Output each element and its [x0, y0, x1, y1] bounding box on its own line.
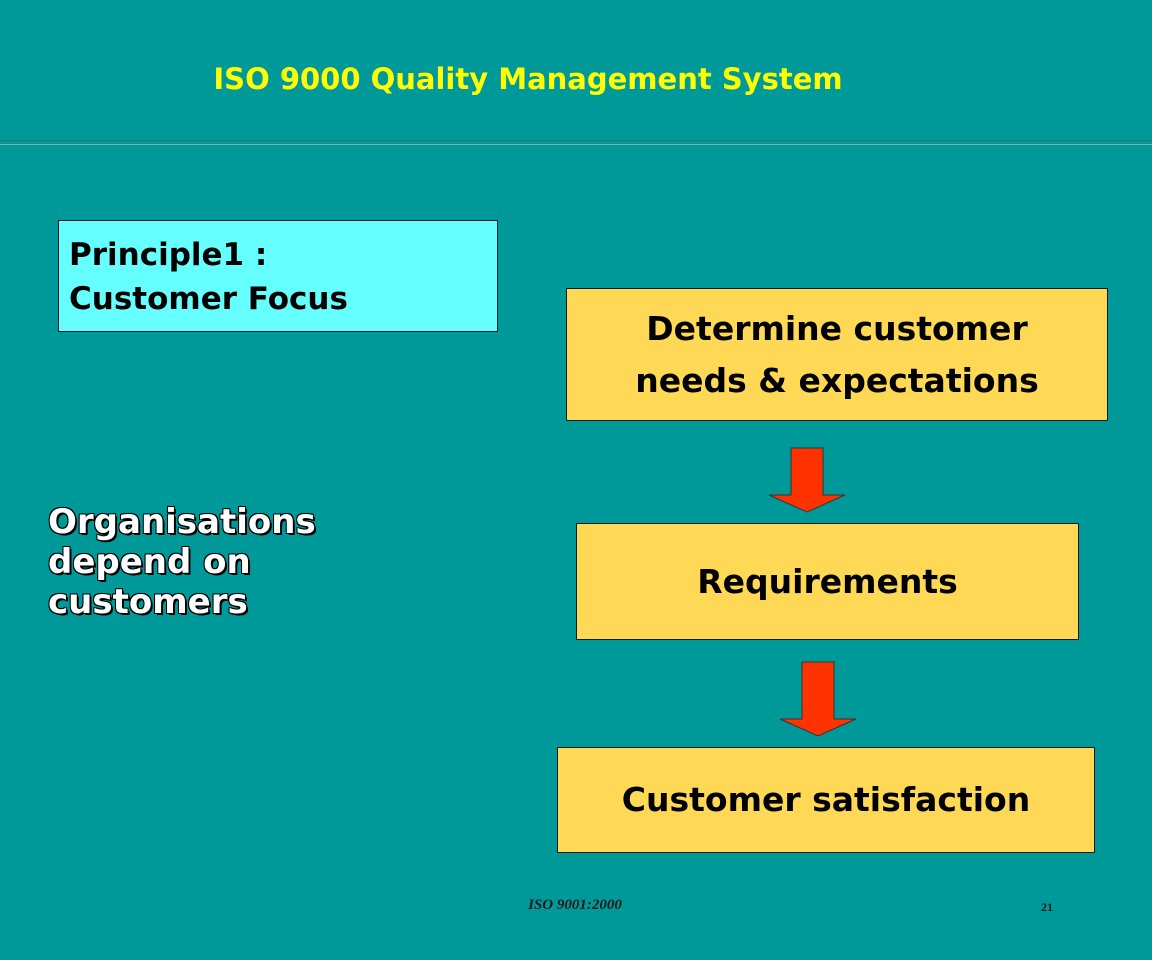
statement-line-2: depend on [48, 542, 251, 582]
title-divider-highlight [0, 144, 1152, 145]
flow-step-requirements-label: Requirements [697, 561, 958, 601]
page-number: 21 [1041, 900, 1053, 914]
slide-title: ISO 9000 Quality Management System [213, 62, 843, 96]
flow-step-requirements: Requirements [576, 523, 1079, 640]
flow-step-determine-needs-line-2: needs & expectations [635, 360, 1039, 400]
principle-label: Principle1 : [69, 237, 268, 273]
flow-step-customer-satisfaction-label: Customer satisfaction [621, 780, 1031, 819]
footer-label: ISO 9001:2000 [528, 897, 622, 913]
principle-statement: Organisations depend on customers [48, 502, 316, 622]
principle-name: Customer Focus [69, 281, 348, 317]
statement-line-1: Organisations [48, 502, 316, 542]
down-arrow-icon [779, 661, 857, 737]
down-arrow-icon [768, 447, 846, 513]
flow-step-determine-needs: Determine customer needs & expectations [566, 288, 1108, 421]
title-divider [0, 140, 1152, 141]
flow-step-determine-needs-line-1: Determine customer [646, 308, 1028, 348]
statement-line-3: customers [48, 582, 248, 622]
principle-box: Principle1 : Customer Focus [58, 220, 498, 332]
flow-step-customer-satisfaction: Customer satisfaction [557, 747, 1095, 853]
